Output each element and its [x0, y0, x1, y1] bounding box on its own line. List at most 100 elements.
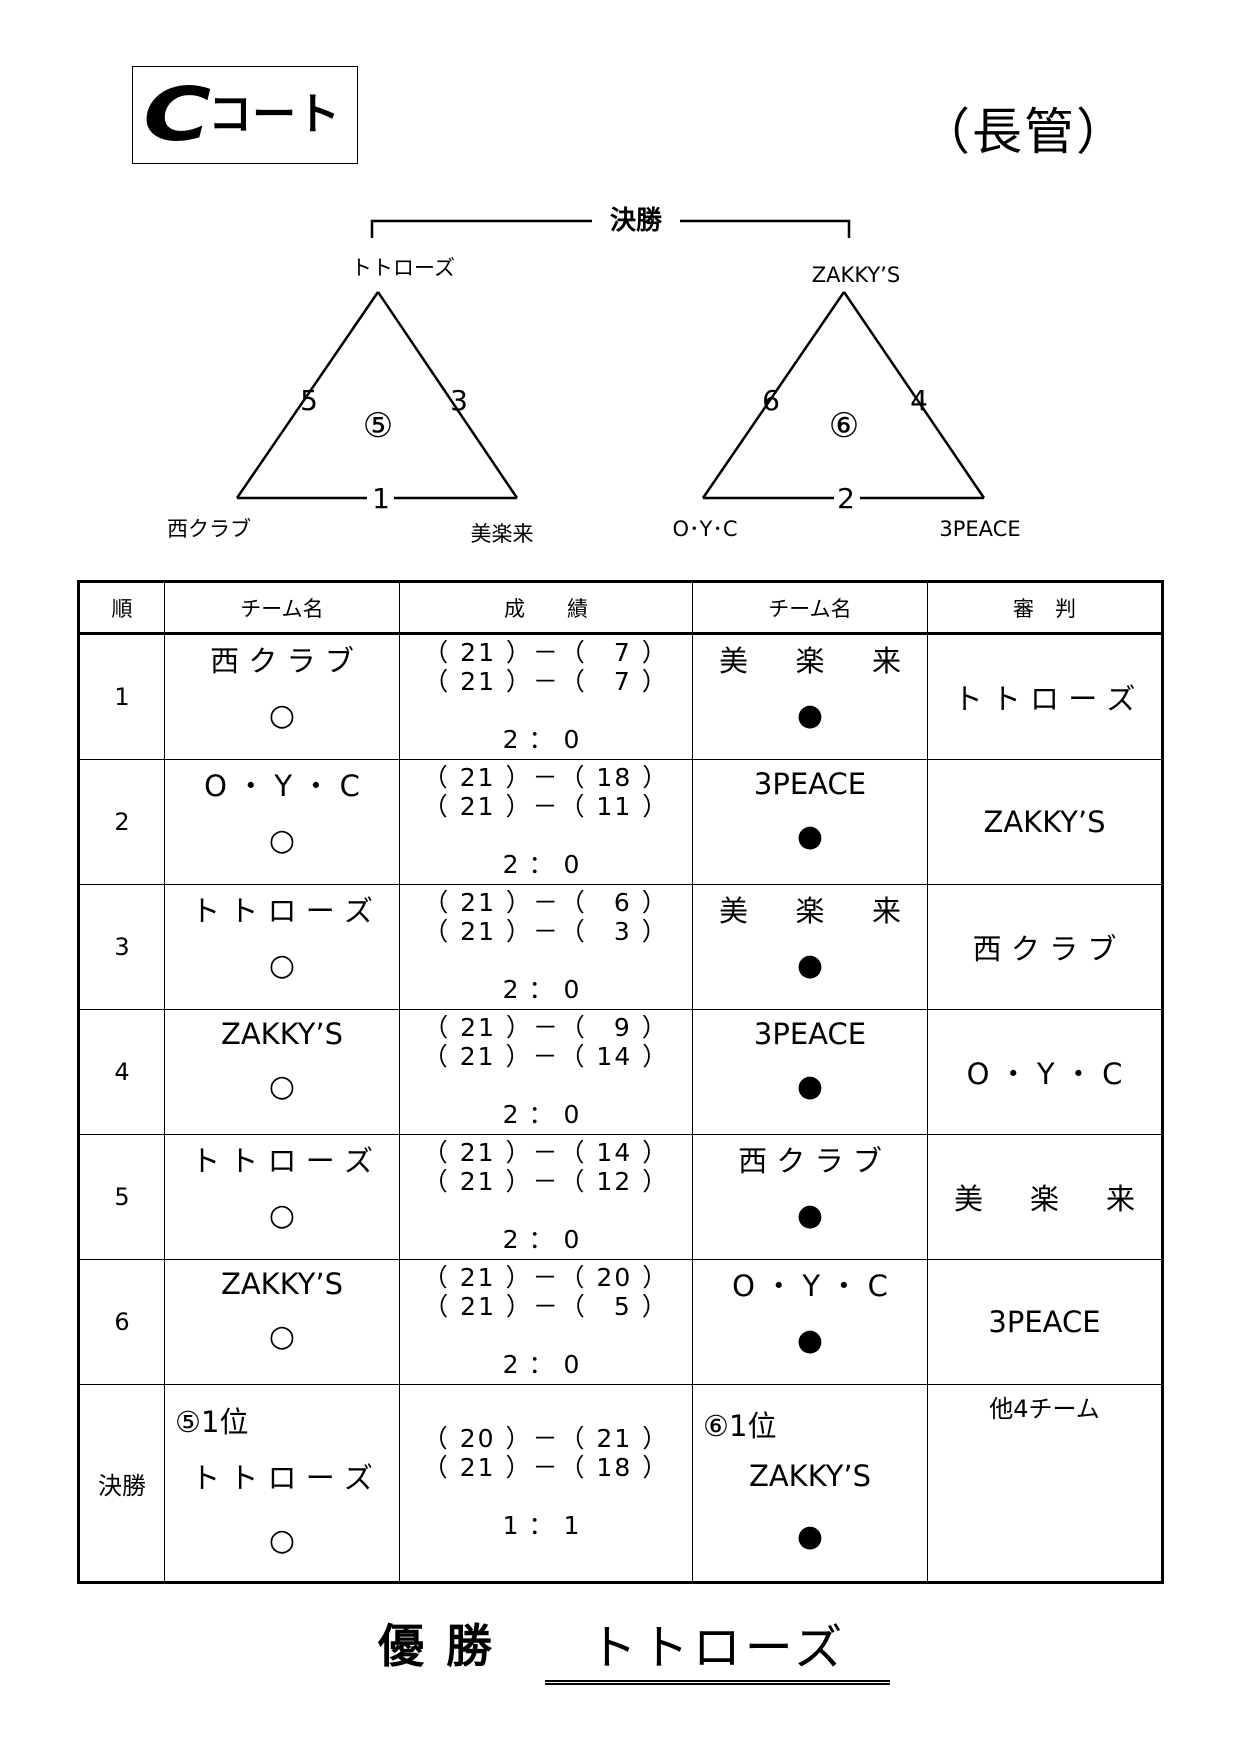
match-number: 5	[114, 1183, 130, 1211]
venue-label: （長管）	[920, 103, 1128, 161]
team2-name-char: 来	[871, 893, 901, 928]
pool-6-left-edge-number: 6	[762, 384, 780, 417]
team2-name: 3PEACE	[753, 766, 867, 801]
team2-name: 3PEACE	[753, 1016, 867, 1051]
pool-5-right-edge-number: 3	[450, 384, 468, 417]
team2-name-char: 来	[871, 643, 901, 678]
set1-score: （ 21 ）－（ 9 ）	[423, 1013, 669, 1042]
team1-name: 西 ク ラ ブ	[210, 643, 354, 678]
match-number: 2	[114, 808, 130, 836]
referee-name: 3PEACE	[988, 1305, 1101, 1339]
pool-5-triangle: トトローズ 西クラブ 美楽来 5 3 1 ⑤	[167, 256, 534, 546]
team2-result-mark: ●	[796, 697, 824, 733]
set1-score: （ 21 ）－（ 14 ）	[422, 1138, 670, 1167]
team2-result-mark: ●	[796, 1197, 824, 1233]
match-total: 2：0	[502, 850, 590, 879]
team2-cell: 美 楽 来 ●	[692, 884, 928, 1010]
pool-6-left-edge	[701, 291, 846, 499]
pool-6-bottom-edge-number: 2	[837, 482, 855, 515]
referee-cell: 西 ク ラ ブ	[927, 884, 1163, 1010]
final-connector-right	[680, 219, 851, 238]
set2-score: （ 21 ）－（ 12 ）	[422, 1167, 670, 1196]
match-total: 2：0	[502, 975, 590, 1004]
pool-6-right-edge	[842, 291, 986, 499]
team2-result-mark: ●	[796, 818, 824, 854]
team2-cell: 美楽来●	[692, 632, 928, 760]
final-team2-seed: ⑥1位	[703, 1408, 777, 1443]
match-number: 1	[114, 683, 130, 711]
header-order: 順	[78, 581, 165, 634]
referee-name: O ・ Y ・ C	[966, 1057, 1123, 1091]
match-number-cell: 1	[78, 632, 165, 760]
team1-name: O ・ Y ・ C	[204, 768, 360, 803]
match-total: 2：0	[502, 1100, 590, 1129]
match-number: 3	[114, 933, 130, 961]
team2-name: O ・ Y ・ C	[732, 1268, 888, 1303]
match-number-cell: 4	[78, 1009, 165, 1135]
referee-name: 美楽来	[928, 1176, 1161, 1218]
team2-result-mark: ●	[796, 947, 824, 983]
referee-cell: ト ト ロ ー ズ	[927, 632, 1163, 760]
score-cell: （ 21 ）－（ 6 ）（ 21 ）－（ 3 ）2：0	[399, 884, 693, 1010]
match-total: 2：0	[502, 725, 590, 754]
referee-name-char: 来	[1105, 1182, 1135, 1216]
match-number: 4	[114, 1058, 130, 1086]
team1-cell: ト ト ロ ー ズ○	[164, 884, 400, 1010]
pool-5-left-edge-number: 5	[300, 384, 318, 417]
final-team1-cell: ⑤1位ト ト ロ ー ズ○	[164, 1384, 400, 1583]
team2-name-char: 楽	[795, 893, 825, 928]
team1-result-mark: ○	[268, 822, 296, 858]
team1-cell: ト ト ロ ー ズ○	[164, 1134, 400, 1260]
score-cell: （ 21 ）－（ 14 ）（ 21 ）－（ 12 ）2：0	[399, 1134, 693, 1260]
referee-name: ト ト ロ ー ズ	[953, 682, 1136, 716]
team2-name-char: 美	[719, 893, 749, 928]
team1-name: ZAKKY’S	[220, 1016, 344, 1051]
referee-cell: ZAKKY’S	[927, 759, 1163, 885]
final-team2-name: ZAKKY’S	[748, 1458, 872, 1493]
winner-label: 優勝	[378, 1619, 514, 1673]
team1-result-mark: ○	[268, 1318, 296, 1354]
team1-cell: ZAKKY’S ○	[164, 1009, 400, 1135]
court-letter: C	[143, 72, 211, 158]
set2-score: （ 21 ）－（ 11 ）	[422, 792, 670, 821]
team2-cell: O ・ Y ・ C ●	[692, 1259, 928, 1385]
team2-name-char: 楽	[795, 643, 825, 678]
referee-cell: 美楽来	[927, 1134, 1163, 1260]
bracket-diagram: 決勝 トトローズ 西クラブ 美楽来 5 3 1 ⑤ ZAKKY’S O･Y･C …	[167, 206, 1021, 546]
pool-5-bottom-edge-number: 1	[372, 482, 390, 515]
set2-score: （ 21 ）－（ 7 ）	[423, 667, 669, 696]
match-number-cell: 3	[78, 884, 165, 1010]
referee-name: ZAKKY’S	[983, 805, 1106, 839]
score-cell: （ 21 ）－（ 18 ）（ 21 ）－（ 11 ）2：0	[399, 759, 693, 885]
pool-6-right-edge-number: 4	[910, 384, 928, 417]
referee-name-char: 楽	[1029, 1182, 1059, 1216]
match-number-cell: 5	[78, 1134, 165, 1260]
match-number: 6	[114, 1308, 130, 1336]
score-cell: （ 21 ）－（ 9 ）（ 21 ）－（ 14 ）2：0	[399, 1009, 693, 1135]
final-set2-score: （ 21 ）－（ 18 ）	[422, 1453, 670, 1482]
pool-6-triangle: ZAKKY’S O･Y･C 3PEACE 6 4 2 ⑥	[672, 263, 1020, 541]
set2-score: （ 21 ）－（ 3 ）	[423, 917, 669, 946]
set1-score: （ 21 ）－（ 7 ）	[423, 638, 669, 667]
team2-result-mark: ●	[796, 1322, 824, 1358]
referee-cell: 3PEACE	[927, 1259, 1163, 1385]
score-cell: （ 21 ）－（ 20 ）（ 21 ）－（ 5 ）2：0	[399, 1259, 693, 1385]
pool-6-bottom-right-team: 3PEACE	[939, 517, 1020, 541]
team1-name: ト ト ロ ー ズ	[191, 893, 373, 928]
winner-name: トトローズ	[545, 1608, 890, 1685]
team2-name: 美楽来	[693, 638, 927, 680]
final-row-label: 決勝	[98, 1471, 146, 1500]
pool-5-mark: ⑤	[363, 406, 393, 446]
team1-cell: ZAKKY’S ○	[164, 1259, 400, 1385]
team2-cell: 3PEACE●	[692, 1009, 928, 1135]
final-label: 決勝	[610, 206, 663, 236]
team1-result-mark: ○	[268, 1197, 296, 1233]
team1-name: ZAKKY’S	[220, 1266, 344, 1301]
team1-result-mark: ○	[268, 1068, 296, 1104]
final-connector-left	[370, 219, 592, 238]
